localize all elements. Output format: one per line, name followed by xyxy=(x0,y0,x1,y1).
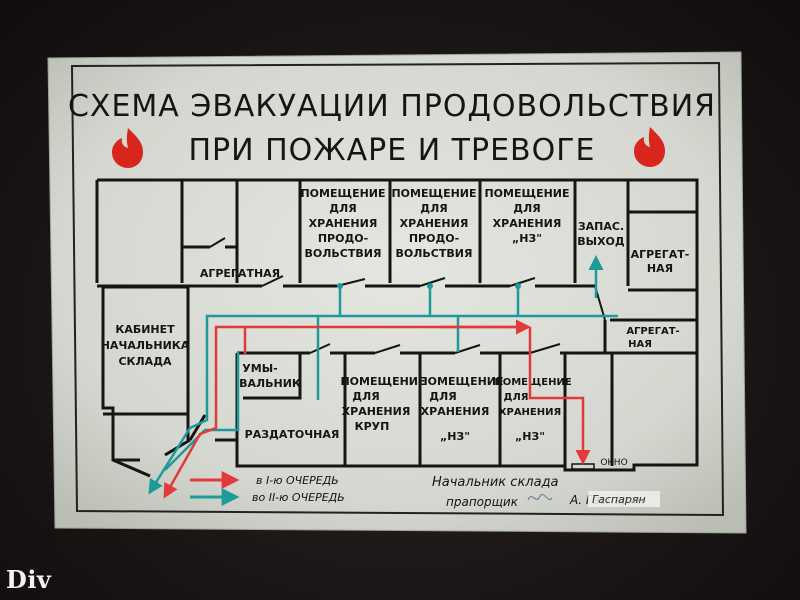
room-storage-nz-top-line2: ДЛЯ xyxy=(513,202,540,215)
room-storage-2-line3: ХРАНЕНИЯ xyxy=(400,217,469,230)
signature-position: Начальник склада xyxy=(432,475,559,490)
room-storage-nz-1-line1: ПОМЕЩЕНИЕ xyxy=(418,375,503,388)
room-storage-2-line5: ВОЛЬСТВИЯ xyxy=(396,247,473,260)
spare-exit-line1: ЗАПАС. xyxy=(578,220,624,233)
room-agregatnaya-right-mid-line1: АГРЕГАТ- xyxy=(626,326,679,337)
room-agregatnaya-right-top-line2: НАЯ xyxy=(647,262,673,275)
room-storage-nz-2-line3: ХРАНЕНИЯ xyxy=(499,407,561,418)
room-storage-grain-line4: КРУП xyxy=(355,420,390,433)
room-storage-1-line4: ПРОДО- xyxy=(318,232,368,245)
office-line1: КАБИНЕТ xyxy=(115,323,175,336)
sign-inner-frame xyxy=(70,61,725,517)
plan-title-line2: ПРИ ПОЖАРЕ И ТРЕВОГЕ xyxy=(188,133,595,168)
signature-block: Начальник склада прапорщик А. Гаспарян Г… xyxy=(432,475,660,509)
room-storage-nz-top-line1: ПОМЕЩЕНИЕ xyxy=(484,187,569,200)
photo-watermark: Div xyxy=(6,565,52,594)
room-agregatnaya-right-mid-line2: НАЯ xyxy=(628,339,652,350)
washroom-line1: УМЫ- xyxy=(242,362,277,375)
flame-icon xyxy=(112,128,143,168)
room-storage-nz-top-line3: ХРАНЕНИЯ xyxy=(493,217,562,230)
washroom-line2: ВАЛЬНИК xyxy=(239,377,301,390)
room-storage-2-line1: ПОМЕЩЕНИЕ xyxy=(391,187,476,200)
room-storage-nz-1-line4: „НЗ" xyxy=(440,430,470,443)
room-storage-grain-line2: ДЛЯ xyxy=(352,390,379,403)
flame-icon xyxy=(634,127,665,167)
room-storage-nz-2-line1: ПОМЕЩЕНИЕ xyxy=(494,377,571,388)
window-label: ОКНО xyxy=(600,458,627,468)
room-storage-2-line4: ПРОДО- xyxy=(409,232,459,245)
room-label-agregatnaya-1: АГРЕГАТНАЯ xyxy=(200,267,280,280)
signature-correction-patch xyxy=(588,491,660,507)
legend-second-label: во II-ю ОЧЕРЕДЬ xyxy=(252,491,345,504)
room-distribution: РАЗДАТОЧНАЯ xyxy=(245,428,340,441)
room-storage-nz-2-line2: ДЛЯ xyxy=(504,392,529,403)
room-storage-1-line3: ХРАНЕНИЯ xyxy=(309,217,378,230)
room-storage-1-line1: ПОМЕЩЕНИЕ xyxy=(300,187,385,200)
room-storage-nz-2-line4: „НЗ" xyxy=(515,430,545,443)
legend: в I-ю ОЧЕРЕДЬ во II-ю ОЧЕРЕДЬ xyxy=(190,471,345,506)
sign-board xyxy=(47,51,747,534)
route-second-priority xyxy=(148,255,618,495)
office-line3: СКЛАДА xyxy=(118,355,172,368)
route-first-priority xyxy=(163,319,591,499)
room-storage-grain-line1: ПОМЕЩЕНИЕ xyxy=(340,375,425,388)
plan-title-line1: СХЕМА ЭВАКУАЦИИ ПРОДОВОЛЬСТВИЯ xyxy=(68,89,716,124)
room-storage-nz-1-line3: ХРАНЕНИЯ xyxy=(421,405,490,418)
legend-first-label: в I-ю ОЧЕРЕДЬ xyxy=(256,474,339,487)
room-storage-nz-1-line2: ДЛЯ xyxy=(429,390,456,403)
room-storage-grain-line3: ХРАНЕНИЯ xyxy=(342,405,411,418)
door-leaves xyxy=(209,237,606,354)
room-agregatnaya-right-top-line1: АГРЕГАТ- xyxy=(631,248,690,261)
room-storage-2-line2: ДЛЯ xyxy=(420,202,447,215)
route-nodes xyxy=(337,283,521,289)
spare-exit-line2: ВЫХОД xyxy=(577,235,625,248)
room-storage-1-line5: ВОЛЬСТВИЯ xyxy=(305,247,382,260)
office-line2: НАЧАЛЬНИКА xyxy=(101,339,190,352)
room-storage-1-line2: ДЛЯ xyxy=(329,202,356,215)
floor-plan-walls xyxy=(95,178,699,478)
signature-name-overlay: Гаспарян xyxy=(592,493,646,506)
signature-rank: прапорщик xyxy=(446,495,519,509)
room-storage-nz-top-line4: „НЗ" xyxy=(512,232,542,245)
handwritten-signature xyxy=(527,494,553,501)
